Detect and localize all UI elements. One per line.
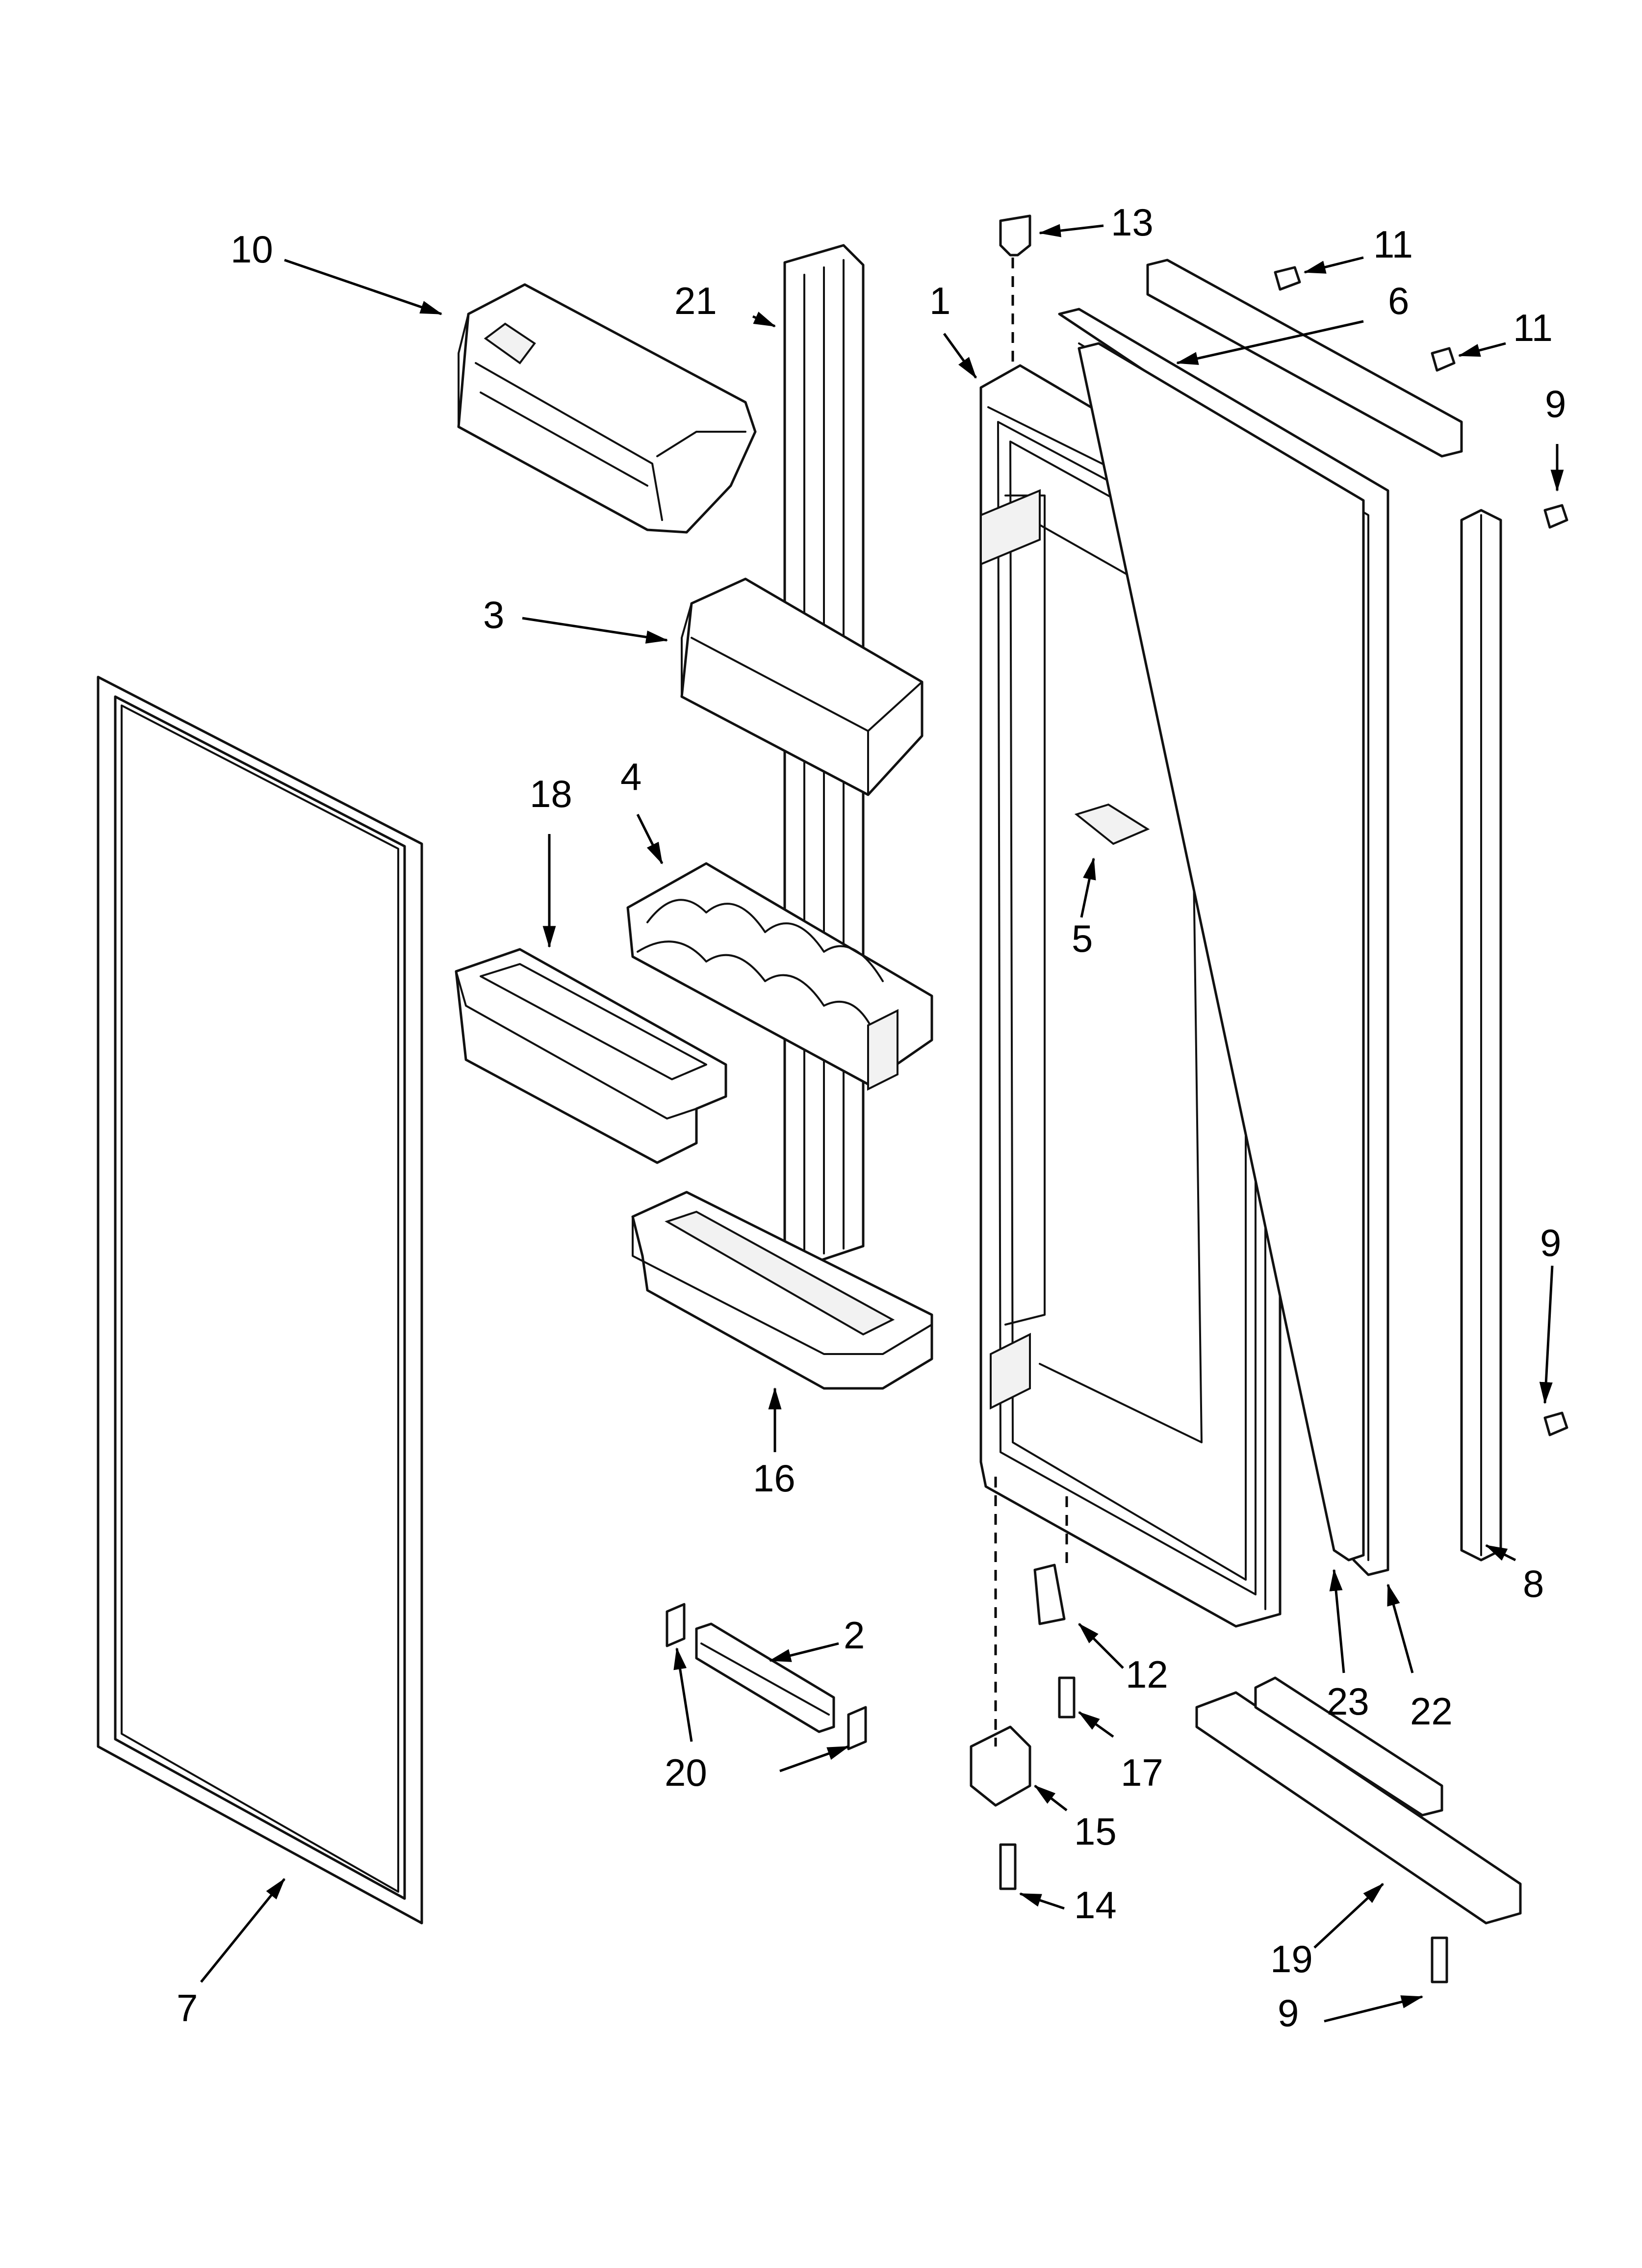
dairy-cover-part bbox=[680, 577, 924, 796]
hinge-pin-part bbox=[1033, 1564, 1066, 1625]
dispenser-bin-part bbox=[457, 283, 757, 534]
callout-15: 15 bbox=[1074, 1810, 1117, 1853]
bottom-hinge-part bbox=[970, 1725, 1031, 1807]
callout-labels: 10 21 13 11 6 11 1 9 3 4 18 5 9 16 8 2 1… bbox=[177, 201, 1566, 2034]
callout-18: 18 bbox=[530, 772, 572, 815]
callout-21: 21 bbox=[674, 279, 717, 322]
callout-4: 4 bbox=[620, 755, 641, 798]
callout-1: 1 bbox=[929, 279, 950, 322]
callout-22: 22 bbox=[1410, 1690, 1453, 1733]
bottom-hinge-screw-part bbox=[999, 1843, 1017, 1890]
callout-11-upper: 11 bbox=[1373, 223, 1413, 266]
callout-9-lower: 9 bbox=[1278, 1991, 1299, 2034]
callout-9-upper: 9 bbox=[1545, 382, 1566, 425]
door-bin-small-part bbox=[455, 948, 727, 1164]
callout-11-lower: 11 bbox=[1513, 306, 1553, 349]
leader-lines bbox=[200, 224, 1564, 2023]
callout-5: 5 bbox=[1072, 917, 1093, 960]
callout-9-middle: 9 bbox=[1540, 1221, 1561, 1264]
callout-14: 14 bbox=[1074, 1883, 1117, 1927]
door-side-trim-part bbox=[1460, 509, 1502, 1562]
callout-16: 16 bbox=[753, 1457, 795, 1500]
door-cap-part bbox=[1146, 259, 1463, 458]
door-gasket-part bbox=[97, 676, 423, 1925]
rail-clip-part bbox=[666, 1603, 867, 1750]
callout-23: 23 bbox=[1327, 1680, 1369, 1723]
door-bottom-trim-part bbox=[1195, 1676, 1522, 1925]
callout-7: 7 bbox=[177, 1986, 198, 2030]
callout-19: 19 bbox=[1270, 1937, 1313, 1981]
screw-parts bbox=[1274, 266, 1568, 1983]
callout-10: 10 bbox=[231, 228, 273, 271]
callout-8: 8 bbox=[1523, 1562, 1544, 1605]
callout-13: 13 bbox=[1111, 201, 1154, 244]
callout-20: 20 bbox=[665, 1751, 707, 1794]
gasket-strip-part bbox=[1058, 308, 1389, 1576]
callout-2: 2 bbox=[844, 1614, 865, 1657]
egg-shelf-part bbox=[626, 862, 933, 1091]
shelf-rail-part bbox=[695, 1622, 835, 1733]
door-bin-large-part bbox=[631, 1191, 933, 1390]
callout-17: 17 bbox=[1121, 1751, 1163, 1794]
assembly-lines bbox=[994, 258, 1068, 1747]
callout-6: 6 bbox=[1388, 279, 1409, 322]
callout-3: 3 bbox=[483, 593, 504, 636]
callout-12: 12 bbox=[1126, 1653, 1168, 1696]
hinge-screw-part bbox=[1058, 1676, 1076, 1719]
door-hinge-bushing-part bbox=[999, 214, 1031, 257]
